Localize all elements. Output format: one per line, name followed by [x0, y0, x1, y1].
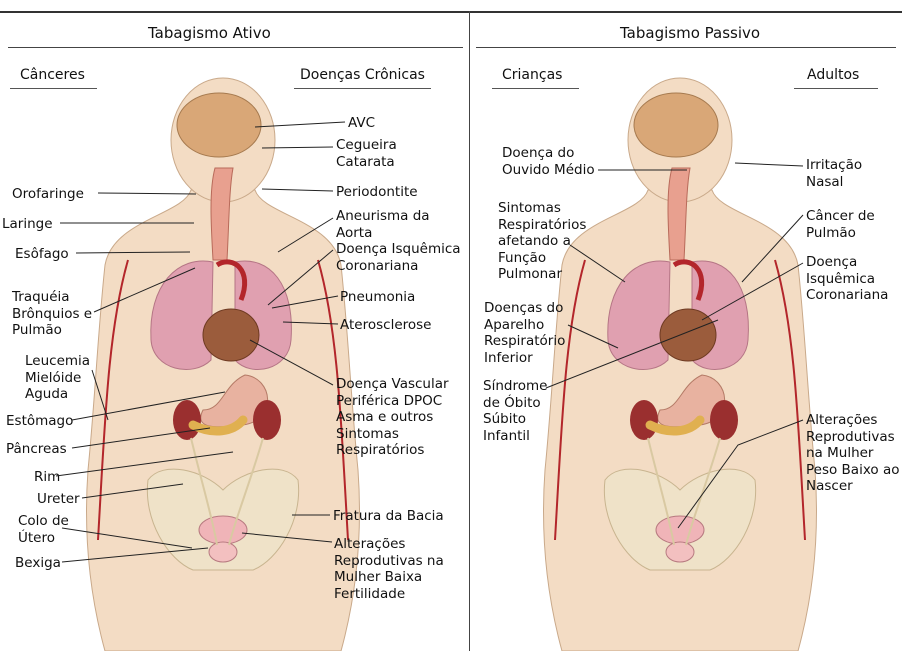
subtitle-rule	[294, 88, 431, 89]
heart	[203, 309, 259, 361]
heart	[660, 309, 716, 361]
label-aterosclerose: Aterosclerose	[340, 317, 431, 334]
label-rim: Rim	[34, 469, 60, 486]
label-traqueia-bronquios-pulmao: Traquéia Brônquios e Pulmão	[12, 289, 97, 339]
subtitle-rule	[794, 88, 878, 89]
label-fratura-bacia: Fratura da Bacia	[333, 508, 444, 525]
label-colo-de-utero: Colo de Útero	[18, 513, 78, 546]
bladder	[666, 542, 694, 562]
bladder	[209, 542, 237, 562]
label-irritacao-nasal: Irritação Nasal	[806, 157, 876, 190]
uterus	[656, 516, 704, 544]
subtitle-chronic-diseases: Doenças Crônicas	[300, 67, 425, 83]
active-smoking-panel: Tabagismo Ativo Cânceres Doenças Crônica…	[0, 0, 469, 651]
label-aneurisma-aorta: Aneurisma da Aorta	[336, 208, 431, 241]
label-cancer-pulmao: Câncer de Pulmão	[806, 208, 886, 241]
passive-smoking-panel: Tabagismo Passivo Crianças Adultos Doenç…	[470, 0, 902, 651]
label-leucemia: Leucemia Mielóide Aguda	[25, 353, 93, 403]
brain	[634, 93, 718, 157]
uterus	[199, 516, 247, 544]
label-orofaringe: Orofaringe	[12, 186, 84, 203]
label-cegueira-catarata: Cegueira Catarata	[336, 137, 406, 170]
label-alteracoes-reprodutivas: Alterações Reprodutivas na Mulher Baixa …	[334, 536, 464, 602]
label-bexiga: Bexiga	[15, 555, 61, 572]
label-periodontite: Periodontite	[336, 184, 418, 201]
label-aparelho-respiratorio: Doenças do Aparelho Respiratório Inferio…	[484, 300, 584, 366]
kidney	[630, 400, 658, 440]
label-ouvido-medio: Doença do Ouvido Médio	[502, 145, 612, 178]
subtitle-adults: Adultos	[807, 67, 859, 83]
brain	[177, 93, 261, 157]
subtitle-rule	[492, 88, 579, 89]
kidney	[253, 400, 281, 440]
title-rule	[8, 47, 463, 48]
label-doenca-isquemica: Doença Isquêmica Coronariana	[806, 254, 898, 304]
panel-title: Tabagismo Passivo	[620, 24, 760, 42]
subtitle-children: Crianças	[502, 67, 562, 83]
label-avc: AVC	[348, 115, 375, 132]
subtitle-rule	[10, 88, 97, 89]
title-rule	[476, 47, 896, 48]
kidney	[710, 400, 738, 440]
subtitle-cancers: Cânceres	[20, 67, 85, 83]
label-esofago: Esôfago	[15, 246, 69, 263]
label-doenca-vascular-dpoc-asma: Doença Vascular Periférica DPOC Asma e o…	[336, 376, 451, 459]
label-sindrome-obito-subito: Síndrome de Óbito Súbito Infantil	[483, 378, 568, 444]
label-pancreas: Pâncreas	[6, 441, 67, 458]
label-alteracoes-reprodutivas: Alterações Reprodutivas na Mulher Peso B…	[806, 412, 901, 495]
kidney	[173, 400, 201, 440]
label-doenca-isquemica: Doença Isquêmica Coronariana	[336, 241, 466, 274]
label-ureter: Ureter	[37, 491, 80, 508]
label-pneumonia: Pneumonia	[340, 289, 415, 306]
label-laringe: Laringe	[2, 216, 53, 233]
label-estomago: Estômago	[6, 413, 73, 430]
label-sintomas-respiratorios: Sintomas Respiratórios afetando a Função…	[498, 200, 603, 283]
panel-title: Tabagismo Ativo	[148, 24, 271, 42]
